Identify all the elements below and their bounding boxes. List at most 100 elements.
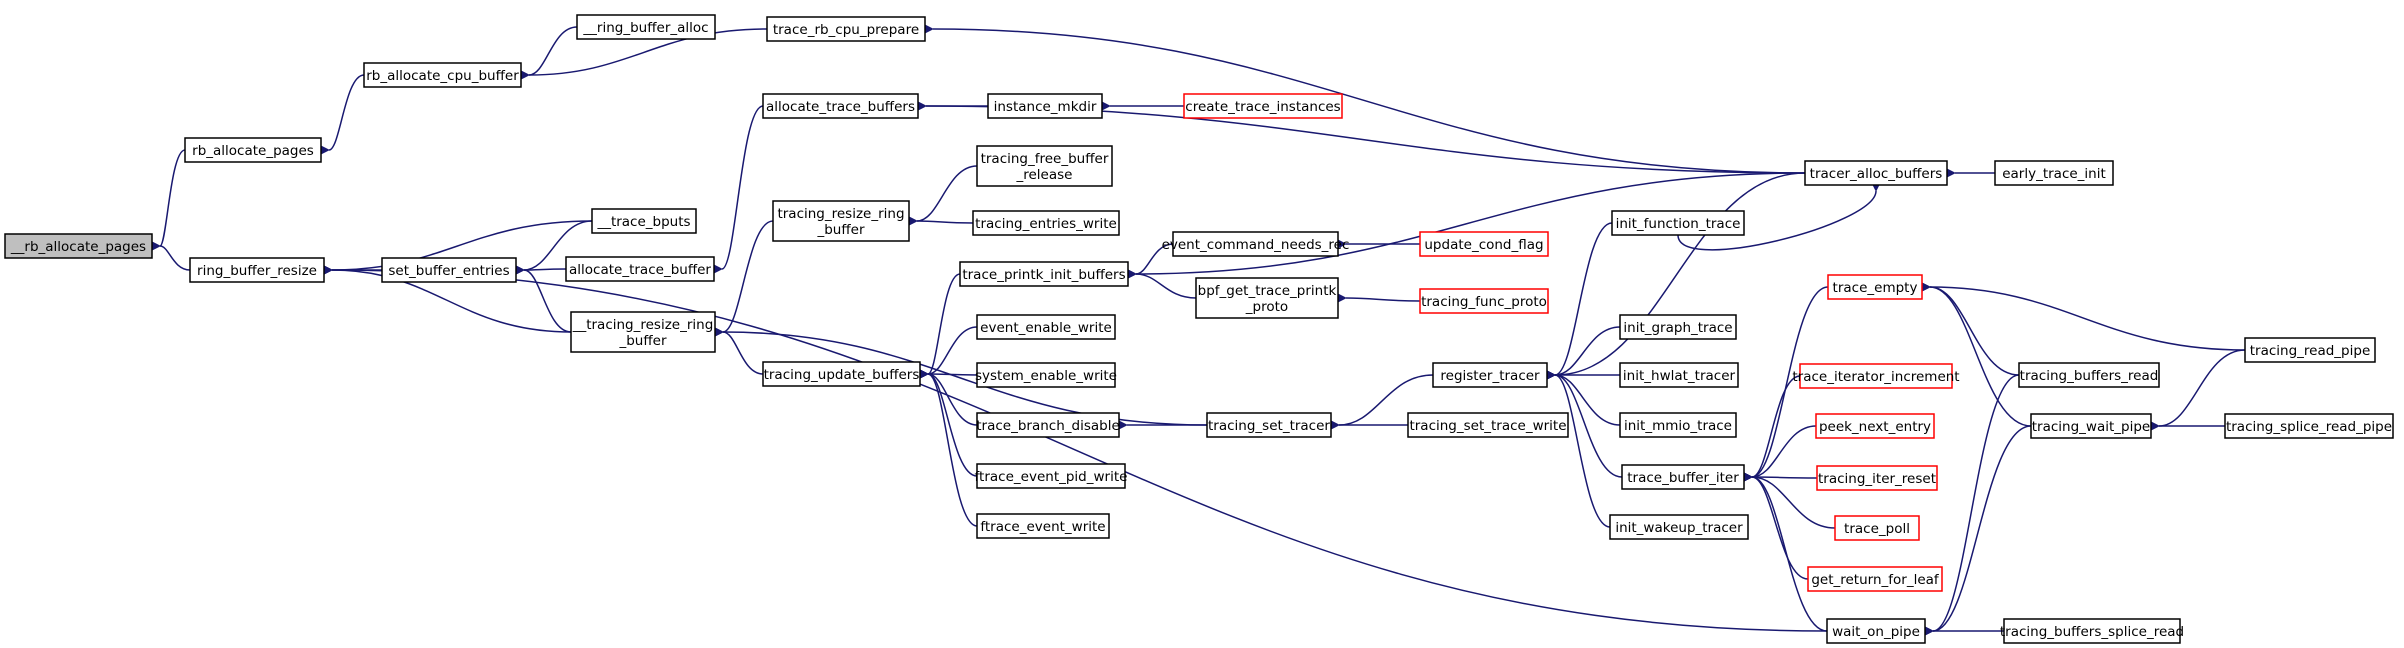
graph-node[interactable]: get_return_for_leaf [1807,566,1943,592]
graph-node[interactable]: create_trace_instances [1183,93,1343,119]
node-box [1827,274,1923,300]
graph-node[interactable]: __rb_allocate_pages [4,233,153,259]
graph-node[interactable]: set_buffer_entries [381,257,517,283]
call-edge [515,265,572,333]
call-edge [1546,222,1613,380]
node-box [1826,618,1926,644]
call-edge [520,26,578,80]
graph-node[interactable]: tracing_func_proto [1419,288,1549,314]
call-edge [1330,374,1434,430]
graph-node[interactable]: event_enable_write [976,314,1116,340]
node-box [2018,362,2160,388]
node-label: __tracing_resize_ring [572,317,714,333]
graph-node[interactable]: tracing_update_buffers [762,361,921,387]
call-edge [2150,349,2246,431]
graph-node[interactable]: tracing_set_tracer [1206,412,1332,438]
node-box [1195,277,1339,319]
node-label: wait_on_pipe [1832,624,1920,640]
node-box [1815,413,1935,439]
node-label: tracing_wait_pipe [2032,419,2150,435]
graph-node[interactable]: tracing_buffers_splice_read [2000,618,2184,644]
node-label: trace_poll [1844,521,1910,537]
graph-node[interactable]: tracing_wait_pipe [2030,413,2152,439]
graph-node[interactable]: trace_empty [1827,274,1923,300]
graph-node[interactable]: rb_allocate_pages [184,137,322,163]
graph-node[interactable]: ftrace_event_pid_write [975,463,1128,489]
graph-node[interactable]: tracing_set_trace_write [1407,412,1569,438]
node-box [766,16,926,42]
node-label: rb_allocate_cpu_buffer [366,68,519,84]
graph-node[interactable]: __ring_buffer_alloc [576,14,716,40]
graph-node[interactable]: peek_next_entry [1815,413,1935,439]
graph-node[interactable]: __tracing_resize_ring_buffer [570,311,716,353]
graph-node[interactable]: tracing_read_pipe [2244,337,2376,363]
graph-node[interactable]: trace_printk_init_buffers [959,261,1129,287]
call-edge [515,265,567,275]
node-label: tracing_set_tracer [1208,418,1330,434]
graph-node[interactable]: rb_allocate_cpu_buffer [363,62,522,88]
node-box [976,145,1113,187]
node-box [976,362,1116,388]
graph-node[interactable]: trace_buffer_iter [1621,464,1745,490]
graph-node[interactable]: init_function_trace [1611,210,1745,236]
graph-node[interactable]: init_mmio_trace [1619,412,1737,438]
graph-node[interactable]: ftrace_event_write [976,513,1110,539]
graph-node[interactable]: early_trace_init [1994,160,2114,186]
graph-node[interactable]: tracing_iter_reset [1816,465,1938,491]
graph-node[interactable]: allocate_trace_buffer [565,256,715,282]
graph-node[interactable]: allocate_trace_buffers [762,93,919,119]
call-edge [714,327,1208,426]
graph-node[interactable]: wait_on_pipe [1826,618,1926,644]
node-label: trace_printk_init_buffers [962,267,1125,283]
call-edge [713,105,764,274]
node-box [1807,566,1943,592]
node-box [762,361,921,387]
graph-node[interactable]: tracing_resize_ring_buffer [772,200,910,242]
node-label: init_mmio_trace [1624,418,1732,434]
graph-node[interactable]: init_hwlat_tracer [1619,362,1739,388]
graph-node[interactable]: trace_poll [1834,515,1920,541]
node-label: get_return_for_leaf [1811,572,1940,588]
graph-node[interactable]: init_wakeup_tracer [1609,514,1749,540]
graph-node[interactable]: trace_branch_disable [976,412,1120,438]
graph-node[interactable]: tracing_splice_read_pipe [2224,413,2394,439]
node-box [2003,618,2181,644]
node-box [2244,337,2376,363]
node-label: trace_iterator_increment [1792,369,1959,385]
node-label: tracing_iter_reset [1818,471,1936,487]
graph-node[interactable]: trace_iterator_increment [1792,363,1960,389]
graph-node[interactable]: event_command_needs_rec [1162,231,1350,257]
graph-node[interactable]: __trace_bputs [591,208,697,234]
graph-node[interactable]: ring_buffer_resize [189,257,325,283]
graph-node[interactable]: init_graph_trace [1619,314,1737,340]
node-label: create_trace_instances [1185,99,1340,115]
graph-node[interactable]: system_enable_write [975,362,1117,388]
graph-node[interactable]: instance_mkdir [987,93,1103,119]
call-edge [1127,243,1174,279]
graph-node[interactable]: tracing_free_buffer_release [976,145,1113,187]
call-edge [1127,172,1806,279]
call-edge [1924,374,2020,636]
graph-node[interactable]: tracing_buffers_read [2018,362,2160,388]
node-label: tracing_entries_write [975,216,1117,232]
node-layer: __rb_allocate_pages rb_allocate_pagesring… [4,14,2394,644]
node-label: instance_mkdir [994,99,1097,115]
graph-node[interactable]: update_cond_flag [1419,231,1549,257]
node-label: _buffer [618,333,666,349]
node-label: ftrace_event_write [980,519,1105,535]
call-edge [919,369,978,379]
node-box [1407,412,1569,438]
graph-node[interactable]: bpf_get_trace_printk_proto [1195,277,1339,319]
node-box [565,256,715,282]
node-box [976,463,1126,489]
node-label: set_buffer_entries [388,263,509,279]
graph-node[interactable]: register_tracer [1432,362,1548,388]
call-edge [323,220,593,275]
call-edge [1924,425,2032,636]
call-edge [919,369,978,477]
graph-node[interactable]: tracing_entries_write [972,210,1120,236]
graph-node[interactable]: trace_rb_cpu_prepare [766,16,926,42]
call-edge [151,241,191,271]
graph-node[interactable]: tracer_alloc_buffers [1804,160,1948,186]
